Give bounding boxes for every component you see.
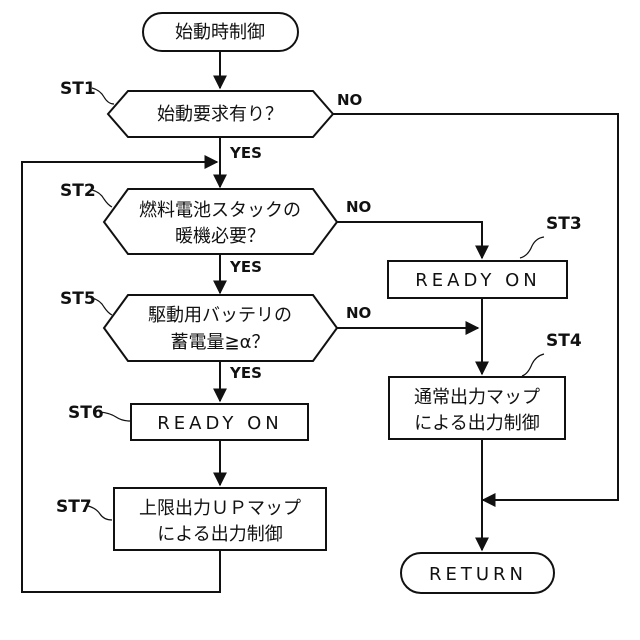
st5-question-line1: 駆動用バッテリの [148,305,292,326]
start-text: 始動時制御 [175,22,265,43]
process-st3: READY ON [388,261,567,298]
decision-st1: 始動要求有り？ [108,91,333,137]
st5-no-label: NO [346,304,371,322]
st2-question-line1: 燃料電池スタックの [139,200,301,221]
st1-no-label: NO [337,91,362,109]
st2-no-label: NO [346,198,371,216]
leader-st4 [522,354,544,376]
st7-text-line2: による出力制御 [157,524,282,545]
step-label-st7: ST7 [56,497,92,517]
process-st4: 通常出力マップ による出力制御 [389,377,565,439]
arrow-st1-no [333,114,618,500]
return-terminal: RETURN [401,553,554,593]
step-label-st1: ST1 [60,79,96,99]
st5-yes-label: YES [229,364,262,382]
leader-st6 [100,412,130,421]
step-label-st3: ST3 [546,214,582,234]
process-st7: 上限出力ＵＰマップ による出力制御 [114,488,326,550]
start-terminal: 始動時制御 [143,13,298,51]
st2-question-line2: 暖機必要？ [175,226,265,247]
st4-text-line2: による出力制御 [414,413,539,434]
arrow-st2-no [337,222,482,258]
st2-yes-label: YES [229,258,262,276]
step-label-st5: ST5 [60,289,96,309]
st3-text: READY ON [415,270,540,291]
st7-text-line1: 上限出力ＵＰマップ [139,498,301,519]
st6-text: READY ON [157,413,282,434]
process-st6: READY ON [131,404,308,440]
step-label-st2: ST2 [60,181,96,201]
st5-question-line2: 蓄電量≧α？ [171,332,270,353]
st4-text-line1: 通常出力マップ [414,387,540,408]
st1-question: 始動要求有り？ [157,104,283,125]
leader-st3 [520,237,544,258]
decision-st5: 駆動用バッテリの 蓄電量≧α？ [104,295,337,361]
step-label-st4: ST4 [546,331,582,351]
return-text: RETURN [429,564,527,585]
st1-yes-label: YES [229,144,262,162]
step-label-st6: ST6 [68,403,104,423]
decision-st2: 燃料電池スタックの 暖機必要？ [104,189,337,254]
